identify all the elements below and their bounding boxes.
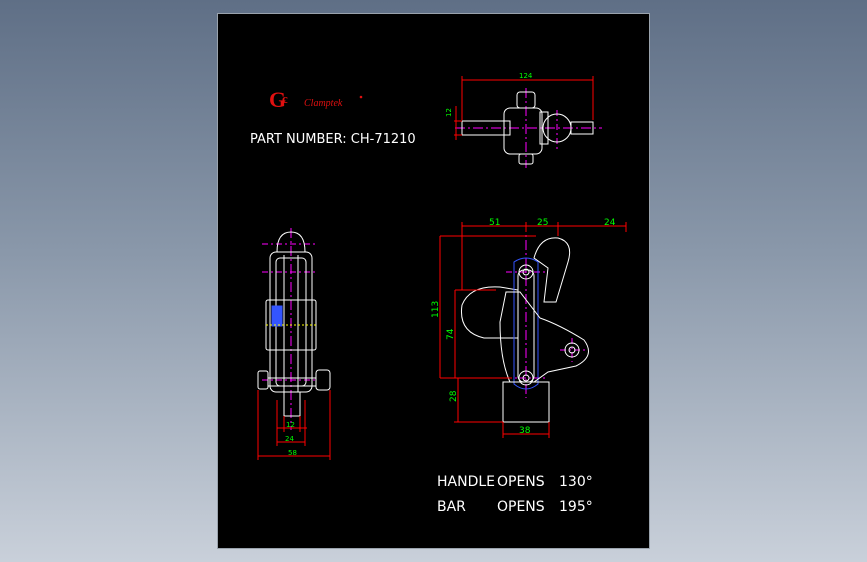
bar-opens: OPENS [497,499,545,515]
hidden-feature [271,305,283,327]
pivot-bottom-icon [518,370,534,386]
side-view [439,222,627,438]
handle-angle: 130° [559,474,593,490]
top-view [454,76,602,168]
side-body [499,291,589,383]
bar-angle: 195° [559,499,593,515]
dim-side-113: 113 [431,301,441,318]
side-base [502,381,550,423]
clamptek-logo: G c Clamptek [269,87,363,112]
side-link [513,257,539,390]
front-knob [276,231,306,253]
side-bar-arm [460,286,519,339]
dim-top-offset: 12 [445,108,453,117]
front-bolt-right [315,369,331,391]
registered-mark [359,95,363,99]
dim-front-12: 12 [286,421,295,429]
dim-side-51: 51 [489,218,500,228]
front-view [257,228,331,460]
pivot-lever-icon [564,342,580,358]
brand-name: Clamptek [304,98,343,109]
top-handle-grip [570,121,594,135]
handle-opens: OPENS [497,474,545,490]
dim-side-24: 24 [604,218,616,228]
drawing-sheet [217,13,650,549]
dim-side-25: 25 [537,218,548,228]
opening-notes: HANDLE OPENS 130° BAR OPENS 195° [437,474,593,515]
dim-side-74: 74 [446,328,456,340]
top-bolt-head [516,91,536,109]
top-bar [461,120,511,136]
side-handle [533,237,571,303]
dim-front-24: 24 [285,435,294,443]
bar-label: BAR [437,499,466,515]
logo-mark-inner: c [282,91,288,106]
part-number: PART NUMBER: CH-71210 [250,132,416,147]
logo-mark-icon: G [269,87,286,112]
handle-label: HANDLE [437,474,495,490]
pivot-top-icon [518,264,534,280]
dim-side-28: 28 [449,390,459,402]
dim-top-width: 124 [519,72,533,80]
dim-side-38: 38 [519,426,531,436]
dim-front-58: 58 [288,449,297,457]
